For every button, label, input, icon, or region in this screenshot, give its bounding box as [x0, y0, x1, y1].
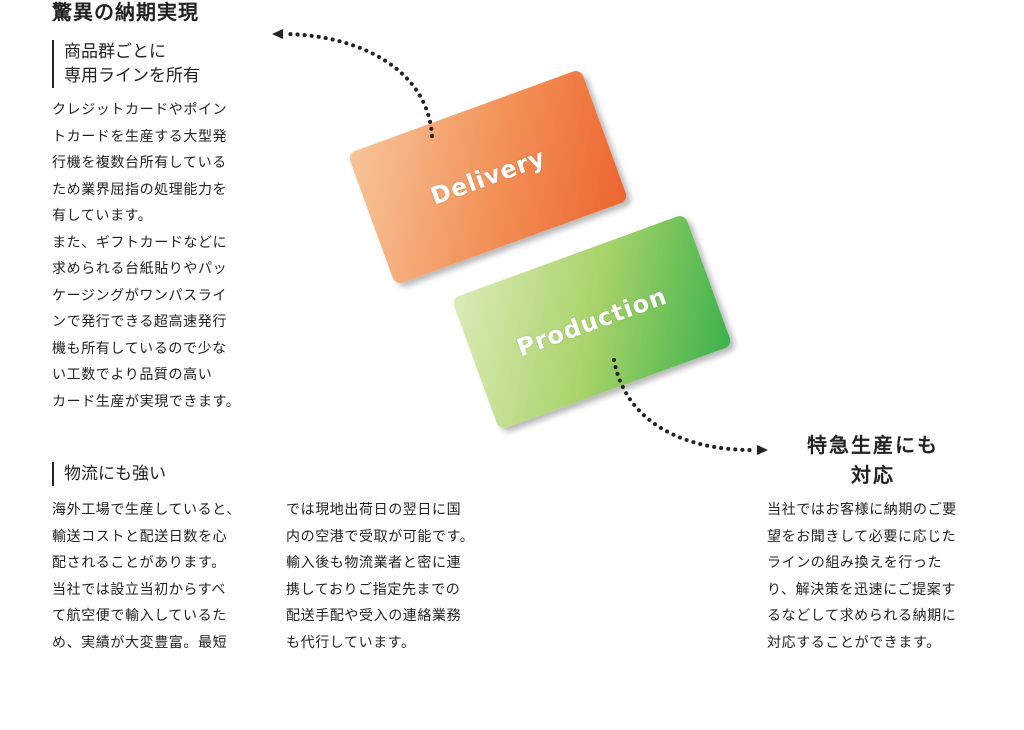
arrowhead-right-icon — [757, 445, 768, 455]
arrowhead-left-icon — [272, 29, 283, 39]
body-text-dedicated-lines: クレジットカードやポイン トカードを生産する大型発 行機を複数台所有している た… — [52, 102, 241, 410]
subheading-logistics: 物流にも強い — [52, 462, 166, 486]
body-text-express: 当社ではお客様に納期のご要 望をお聞きして必要に応じた ラインの組み換えを行った… — [767, 502, 957, 651]
arrow-to-delivery-title — [283, 32, 434, 138]
body-text-logistics-col2: では現地出荷日の翌日に国 内の空港で受取が可能です。 輸入後も物流業者と密に連 … — [286, 502, 475, 651]
section-title-express: 特急生産にも 対応 — [807, 433, 939, 487]
section-title-delivery: 驚異の納期実現 — [52, 0, 199, 24]
body-text-logistics-col1: 海外工場で生産していると、 輸送コストと配送日数を心 配されることがあります。 … — [52, 502, 241, 651]
arrow-to-express-title — [612, 358, 754, 452]
subheading-dedicated-lines: 商品群ごとに 専用ラインを所有 — [52, 40, 200, 88]
